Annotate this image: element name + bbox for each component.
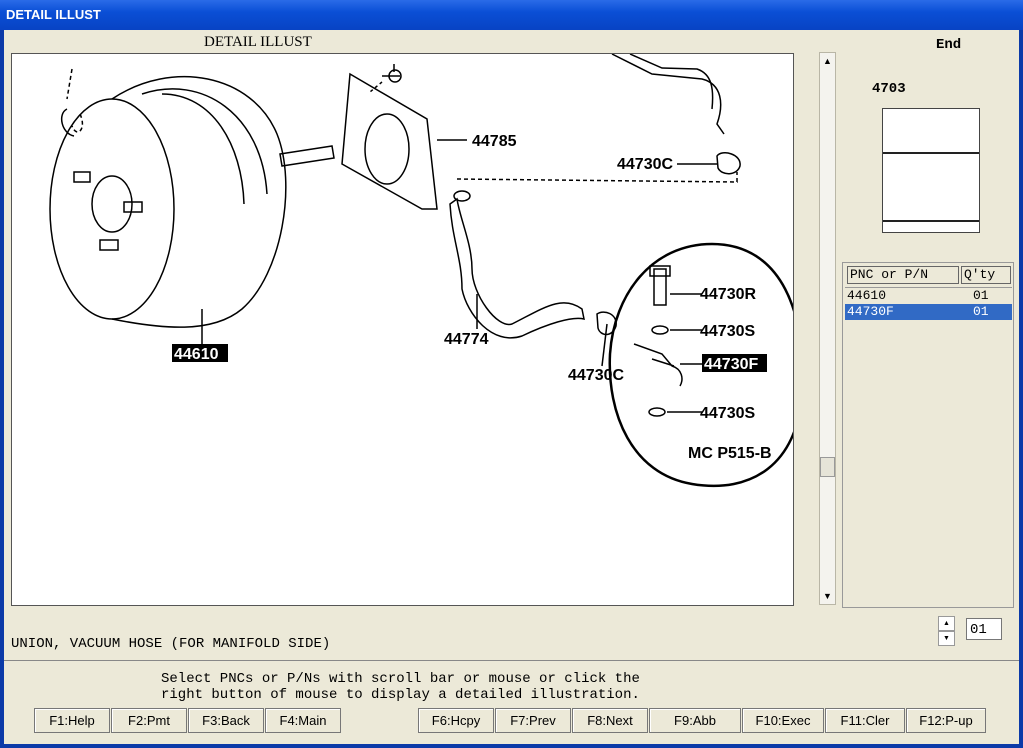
- callout-44774[interactable]: 44774: [444, 331, 489, 348]
- end-label: End: [936, 37, 962, 53]
- callout-44730r[interactable]: 44730R: [700, 286, 756, 303]
- scroll-up-arrow-icon[interactable]: ▲: [823, 56, 832, 66]
- table-row[interactable]: 44610 01: [845, 288, 1012, 304]
- callout-44730s-b[interactable]: 44730S: [700, 405, 755, 422]
- message-area: Select PNCs or P/Ns with scroll bar or m…: [4, 660, 1019, 745]
- f7-prev-button[interactable]: F7:Prev: [495, 708, 571, 733]
- f8-next-button[interactable]: F8:Next: [572, 708, 648, 733]
- quantity-stepper[interactable]: ▲ ▼: [938, 616, 955, 646]
- f2-pmt-button[interactable]: F2:Pmt: [111, 708, 187, 733]
- f3-back-button[interactable]: F3:Back: [188, 708, 264, 733]
- booster-body: [111, 76, 287, 328]
- callout-44730f-highlight: [702, 354, 767, 372]
- row-qty: 01: [973, 304, 989, 319]
- message-line-2: right button of mouse to display a detai…: [161, 687, 640, 703]
- illustration-vscrollbar[interactable]: ▲ ▼: [819, 52, 836, 605]
- row-pnc: 44730F: [847, 304, 894, 319]
- illustration-canvas[interactable]: 44785 44730C 44730R 44730S 44730F 44730S…: [11, 53, 794, 606]
- parts-illustration[interactable]: 44785 44730C 44730R 44730S 44730F 44730S…: [12, 54, 794, 606]
- callout-44610[interactable]: 44610: [174, 346, 219, 363]
- callout-44730f[interactable]: 44730F: [704, 356, 758, 373]
- callout-44730c-bottom[interactable]: 44730C: [568, 367, 624, 384]
- parts-table: PNC or P/N Q'ty 44610 01 44730F 01: [842, 262, 1014, 608]
- f6-hcpy-button[interactable]: F6:Hcpy: [418, 708, 494, 733]
- sheet-number: 4703: [872, 81, 906, 97]
- f4-main-button[interactable]: F4:Main: [265, 708, 341, 733]
- window-client: DETAIL ILLUST: [4, 30, 1019, 744]
- header-pnc: PNC or P/N: [847, 266, 959, 284]
- table-row-selected[interactable]: 44730F 01: [845, 304, 1012, 320]
- header-qty: Q'ty: [961, 266, 1011, 284]
- callout-44730c-top[interactable]: 44730C: [617, 156, 673, 173]
- scroll-down-arrow-icon[interactable]: ▼: [823, 591, 832, 601]
- spin-down-icon[interactable]: ▼: [938, 631, 955, 646]
- f12-pup-button[interactable]: F12:P-up: [906, 708, 986, 733]
- thumbnail-view-frame: [883, 152, 979, 222]
- callout-44785[interactable]: 44785: [472, 133, 517, 150]
- f1-help-button[interactable]: F1:Help: [34, 708, 110, 733]
- illustration-thumbnail[interactable]: [882, 108, 980, 233]
- f10-exec-button[interactable]: F10:Exec: [742, 708, 824, 733]
- f11-cler-button[interactable]: F11:Cler: [825, 708, 905, 733]
- callout-44610-highlight: [172, 344, 228, 362]
- callout-44730s-a[interactable]: 44730S: [700, 323, 755, 340]
- f9-abb-button[interactable]: F9:Abb: [649, 708, 741, 733]
- quantity-field[interactable]: 01: [966, 618, 1002, 640]
- instruction-message: Select PNCs or P/Ns with scroll bar or m…: [161, 671, 640, 703]
- row-pnc: 44610: [847, 288, 887, 303]
- illustration-heading: DETAIL ILLUST: [204, 34, 312, 50]
- booster-front-face: [49, 98, 175, 320]
- scroll-thumb[interactable]: [820, 457, 835, 477]
- message-line-1: Select PNCs or P/Ns with scroll bar or m…: [161, 671, 640, 687]
- parts-list[interactable]: 44610 01 44730F 01: [845, 287, 1012, 606]
- part-description: UNION, VACUUM HOSE (FOR MANIFOLD SIDE): [11, 636, 331, 652]
- mc-code-label: MC P515-B: [688, 445, 772, 462]
- row-qty: 01: [973, 288, 989, 303]
- window-title: DETAIL ILLUST: [0, 0, 1023, 30]
- spin-up-icon[interactable]: ▲: [938, 616, 955, 631]
